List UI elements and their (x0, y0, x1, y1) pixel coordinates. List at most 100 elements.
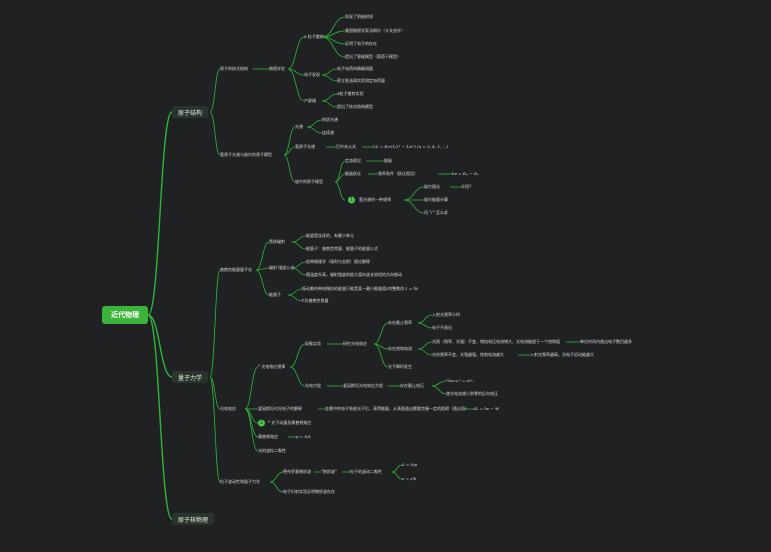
node-pe-phen[interactable]: 现象实验 (305, 341, 321, 346)
node-spectra-2[interactable]: 连续谱 (322, 130, 334, 135)
node-bohr-note[interactable]: 氢光谱的一种规律 (359, 197, 391, 202)
node-pe-ein[interactable]: 爱因斯坦对光电子的解释 (258, 406, 302, 411)
node-lu[interactable]: 卢瑟福 (304, 98, 316, 103)
node-balmer-formula: 1/λ = R∞(1/2² − 1/n²) (n = 3, 4, 5, …) (372, 144, 448, 149)
node-bb-curve-1[interactable]: 经典物理学（瑞利与金斯）理论解释 (306, 259, 370, 264)
node-electron[interactable]: 电子发现 (304, 72, 320, 77)
node-spectra-1[interactable]: 线状光谱 (322, 117, 338, 122)
link-line (283, 146, 296, 156)
node-pe-exp-3b[interactable]: 入射光频率越高，光电子初动能越大 (530, 352, 594, 357)
node-balmer[interactable]: 巴尔末公式 (336, 144, 356, 149)
node-hydrogen[interactable]: 氢原子光谱 (295, 144, 315, 149)
node-transition-formula: hν = Eₘ − Eₙ (452, 171, 479, 176)
node-alpha-1[interactable]: 发现了阴极射线 (345, 14, 373, 19)
node-dual-de-note[interactable]: "物质波" (321, 469, 337, 474)
link-line (287, 36, 305, 70)
node-pe-exp-3a[interactable]: 光的频率不变，光强越强，饱和电流越大 (432, 352, 504, 357)
root-node[interactable]: 近代物理 (102, 306, 148, 324)
node-bb-quant-1[interactable]: 振动着的带电微粒的能量只能是某一最小能量值ε的整数倍 ε = hν (302, 286, 419, 291)
link-line (244, 408, 259, 438)
node-bb-curve[interactable]: 辐射·强度公式 (269, 265, 295, 270)
node-pe-exp-1[interactable]: 存在截止频率 (388, 320, 412, 325)
node-spectra[interactable]: 光谱 (295, 124, 303, 129)
node-lu-1[interactable]: α粒子散射实验 (337, 91, 364, 96)
link-line (147, 314, 173, 520)
node-lu-2[interactable]: 提出了核式结构模型 (337, 104, 373, 109)
node-pe-exp-2a[interactable]: 光照（频率、光强）不变，增加电压电流增大，光电流能趋于一个饱和值 (432, 339, 560, 344)
link-line (269, 481, 284, 493)
node-bohr-item-3[interactable]: 问 "r" 怎么求 (424, 210, 448, 215)
node-bb-1[interactable]: 能量是连续的，有最小单元 (306, 233, 354, 238)
node-pe-compt-formula: p = h/λ (296, 434, 311, 439)
link-line (287, 294, 303, 302)
link-line (417, 314, 433, 324)
node-bohr-state-val[interactable]: 能级 (384, 158, 392, 163)
node-pe-light-note[interactable]: * 光子动量及康普顿效应 (268, 420, 312, 425)
link-line (306, 119, 323, 128)
node-bohr[interactable]: 玻尔的原子模型 (295, 179, 323, 184)
node-pe[interactable]: 光电效应 (220, 406, 236, 411)
node-pe-eq-sub[interactable]: 存在截止电压 (400, 383, 424, 388)
node-bb-quant-2[interactable]: h为普朗克常量 (302, 298, 329, 303)
node-alpha[interactable]: α 粒子散射 (304, 34, 324, 39)
node-pe-exp-3[interactable]: 光子瞬时发生 (388, 364, 412, 369)
link-line (321, 68, 338, 76)
link-line (334, 173, 346, 183)
link-line (417, 348, 433, 356)
node-dual-elec[interactable]: 电子衍射实验证明物质波存在 (283, 489, 335, 494)
node-pe-eq-detail[interactable]: 爱因斯坦光电效应方程 (343, 383, 383, 388)
node-pe-ein-formula: Eₖ = hν − W (474, 406, 500, 411)
badge-number-icon-2: 2 (258, 419, 265, 427)
node-bb-2[interactable]: 能量子：普朗克常量、能量子的能量公式 (306, 246, 378, 251)
node-pe-exp-1b[interactable]: 电子不逸出 (432, 325, 452, 330)
link-line (209, 269, 221, 378)
node-electron-1[interactable]: 电子电荷的精确测量 (337, 66, 373, 71)
node-bohr-sub[interactable]: 半径? (461, 184, 472, 189)
link-line (391, 471, 403, 480)
node-transition-rule[interactable]: 频率条件（跃迁假设） (378, 171, 418, 176)
node-pe-eq-note[interactable]: 使光电流减小到零的反向电压 (446, 391, 498, 396)
node-history[interactable]: 原子的核式结构 (220, 66, 248, 71)
link-line (209, 376, 221, 410)
link-line (291, 235, 307, 243)
node-bb-curve-2[interactable]: 随温度升高，辐射强度的极大值向波长较短的方向移动 (306, 272, 402, 277)
node-bohr-item-1[interactable]: 玻尔理论 (424, 184, 440, 189)
node-pe-law[interactable]: * 光电效应规律 (258, 364, 286, 369)
node-pe-exp-1a[interactable]: 入射光频率小时 (432, 312, 460, 317)
link-line (373, 322, 389, 345)
node-bb[interactable]: 普朗克能量量子化 (220, 267, 252, 272)
node-pe-ein-note[interactable]: 金属中的电子吸收光子后，获得能量，从表面逸出需要克服一定的阻碍（逸出功） (325, 406, 469, 411)
node-pe-exp-2b[interactable]: 单位时间内逸出电子数目越多 (580, 339, 632, 344)
link-line (244, 366, 259, 410)
node-pe-eq-formula: ½mₑvₑ² = eUₑ (446, 378, 474, 383)
node-spectrum-title[interactable]: 氢原子光谱与玻尔的原子模型 (220, 152, 272, 157)
node-electron-2[interactable]: 密立根油滴实验测定电荷量 (337, 78, 385, 83)
node-pe-exp-2[interactable]: 存在饱和电流 (388, 346, 412, 351)
node-bb-radiation[interactable]: 黑体辐射 (269, 239, 285, 244)
link-line (403, 186, 425, 201)
node-dual-de-wave[interactable]: 粒子的波动二象性 (350, 469, 382, 474)
link-line (321, 16, 346, 38)
node-alpha-3[interactable]: 证明了电子的存在 (345, 41, 377, 46)
node-bohr-state[interactable]: 定态假设 (345, 158, 361, 163)
node-dual[interactable]: 粒子波动性和量子力学 (220, 479, 260, 484)
node-alpha-2[interactable]: 美国物理学家汤姆孙（卡文迪许） (345, 28, 405, 33)
node-bb-quant[interactable]: 能量子 (269, 292, 281, 297)
link-line (147, 111, 173, 316)
link-line (255, 241, 270, 271)
main-node-nucleus[interactable]: 原子核物理 (172, 513, 215, 525)
node-bohr-item-2[interactable]: 玻尔能量计算 (424, 197, 448, 202)
node-pe-compt[interactable]: 康普顿效应 (258, 434, 278, 439)
main-node-quantum[interactable]: 量子力学 (172, 371, 209, 383)
node-dual-de[interactable]: 德布罗意物质波 (283, 469, 311, 474)
node-alpha-4[interactable]: 提出了枣糕模型（葡萄干模型） (345, 54, 401, 59)
link-line (255, 269, 270, 296)
node-transition[interactable]: 能级跃迁 (345, 171, 361, 176)
link-line (306, 126, 323, 134)
node-pe-exp[interactable]: 研究光电效应 (343, 341, 367, 346)
node-pe-eq[interactable]: 光电方程 (305, 383, 321, 388)
main-node-atom[interactable]: 原子结构 (172, 106, 209, 118)
node-pe-light[interactable]: 光的波粒二象性 (258, 448, 286, 453)
node-research[interactable]: 物理学史 (269, 66, 285, 71)
